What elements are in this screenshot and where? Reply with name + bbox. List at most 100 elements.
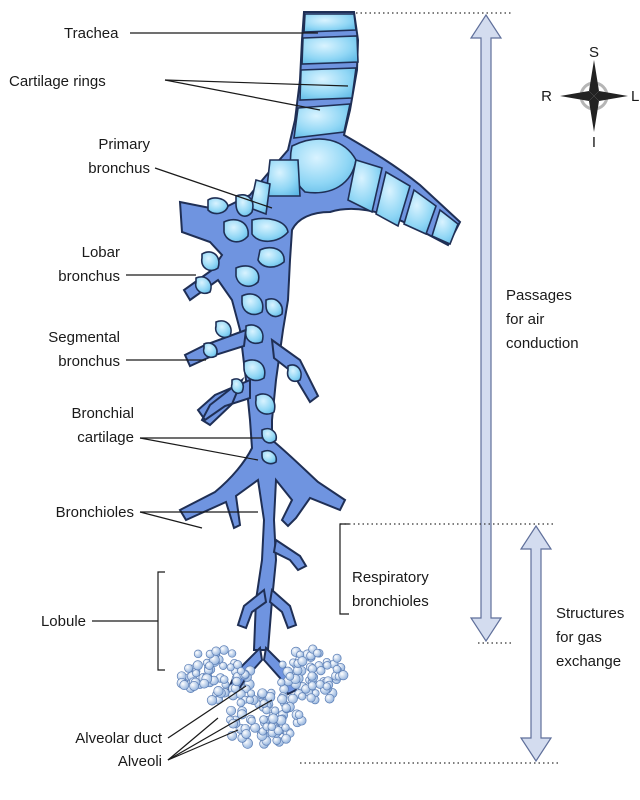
alveoli-leader-2 [168,730,238,760]
alveolus [282,704,291,713]
alveolus [286,673,294,681]
respiratory-bronchioles-bracket [340,524,349,614]
cartilage-plate [262,451,276,464]
alveolus [279,661,286,668]
alveolus [282,734,291,743]
alveolus [308,682,316,690]
alveolus [246,696,253,703]
cartilage-ring [300,68,356,100]
alveolus [333,654,341,662]
cartilage-ring [302,36,358,64]
alveolus [214,686,223,695]
respiratory-branch-right [270,590,296,628]
alveolus [193,661,202,670]
alveolus [268,723,276,731]
alveolus [298,657,307,666]
compass-right-label: R [541,88,552,105]
compass-west-point [560,91,594,101]
label-passages-line1: Passages [506,287,572,304]
alveolus [237,667,244,674]
alveolus [260,716,268,724]
alveolus [248,690,255,697]
alveolus [185,664,193,672]
label-passages-line3: conduction [506,335,579,352]
label-lobar-bronchus-line2: bronchus [58,268,120,285]
alveoli-leader-1 [168,718,218,760]
cartilage-plate [242,294,263,314]
label-cartilage-rings: Cartilage rings [9,73,106,90]
alveolus [220,646,229,655]
cartilage-plate [236,266,259,286]
label-trachea: Trachea [64,25,119,42]
label-alveolar-duct: Alveolar duct [75,730,163,747]
cartilage-plate [262,429,276,443]
label-bronchioles: Bronchioles [56,504,134,521]
compass-north-point [589,60,599,96]
label-passages-line2: for air [506,311,544,328]
bronchial-cartilage-leader-2 [140,438,258,460]
compass-south-point [589,96,599,132]
cartilage-ring [266,160,300,196]
alveolus [190,681,199,690]
cartilage-ring [294,104,350,138]
cartilage-plate [258,248,284,267]
label-segmental-bronchus-line1: Segmental [48,329,120,346]
alveolus [307,694,315,702]
compass-inferior-label: I [592,134,596,151]
compass-superior-label: S [589,44,599,61]
cartilage-plate [244,360,265,380]
compass-left-label: L [631,88,639,105]
cartilage-plate [196,277,211,293]
alveolus [278,695,287,704]
alveolus [248,717,256,725]
alveolus [323,683,330,690]
lobule-bracket [158,572,165,670]
exchange-range-arrow [521,526,551,761]
cartilage-plate [256,394,275,414]
cartilage-plate [208,198,228,213]
alveolus [193,670,200,677]
alveolus [180,681,189,690]
alveolus [200,679,209,688]
alveolus [278,679,285,686]
alveolus [282,724,290,732]
alveolus [333,665,341,673]
cartilage-ring [304,14,356,32]
lower-left-branch [185,330,250,425]
label-structures-line1: Structures [556,605,624,622]
cartilage-plate [204,343,217,357]
alveolus [194,650,202,658]
alveolus [237,699,245,707]
cartilage-plate [202,252,219,270]
label-segmental-bronchus-line2: bronchus [58,353,120,370]
alveolus [232,677,241,686]
alveolus [295,711,303,719]
alveolus [269,714,279,724]
label-lobule: Lobule [41,613,86,630]
alveolus [258,689,267,698]
label-primary-bronchus-line2: bronchus [88,160,150,177]
alveolus [325,694,334,703]
label-respiratory-bronchioles-line2: bronchioles [352,593,429,610]
label-bronchial-cartilage-line2: cartilage [77,429,134,446]
alveolus [299,693,306,700]
bronchiole-branch-mid [274,540,306,570]
alveolus [206,662,214,670]
alveolus [313,649,321,657]
conduction-range-arrow [471,15,501,641]
alveolus [212,647,221,656]
label-alveoli: Alveoli [118,753,162,770]
cartilage-plate [232,379,244,393]
label-structures-line3: exchange [556,653,621,670]
alveolus [227,706,236,715]
alveolus [271,707,279,715]
label-primary-bronchus-line1: Primary [98,136,150,153]
cartilage-plate [216,321,231,337]
label-bronchial-cartilage-line1: Bronchial [71,405,134,422]
alveolus [308,672,316,680]
compass-east-point [594,91,628,101]
orientation-compass: S I R L [541,44,639,151]
cartilage-plate [288,365,301,381]
